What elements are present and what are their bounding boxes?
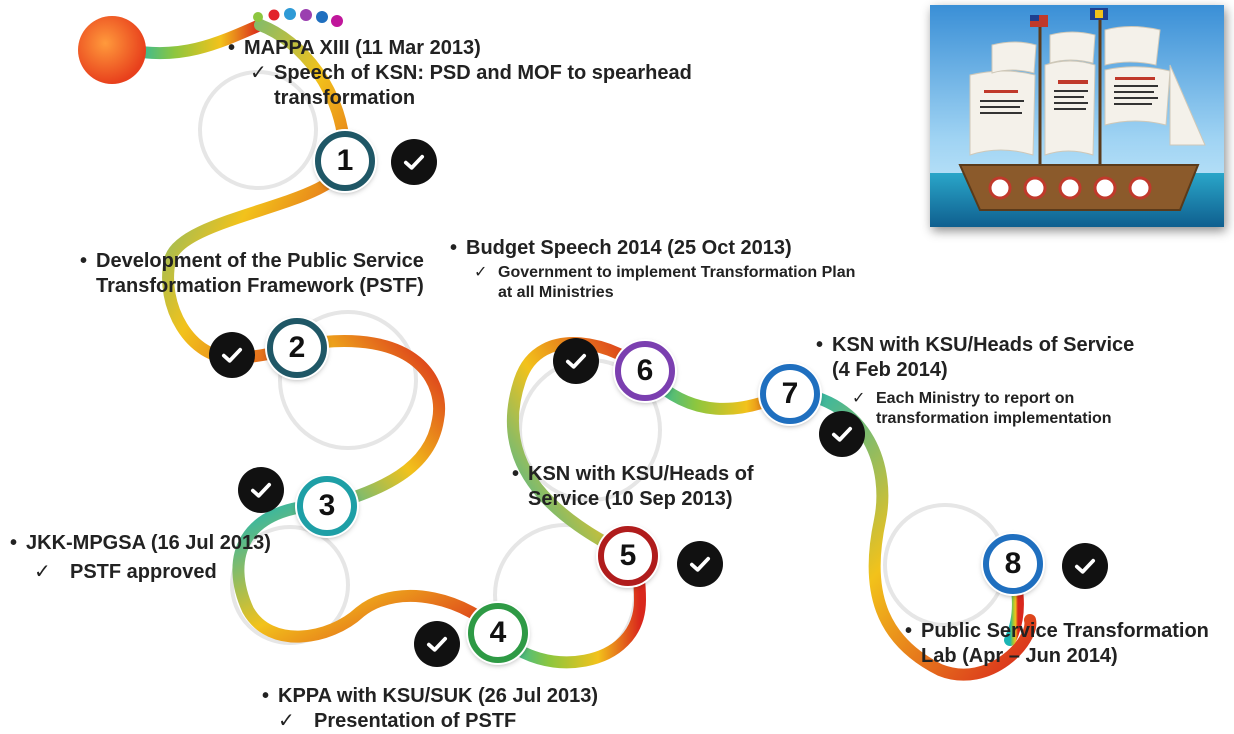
check-circle-icon xyxy=(414,621,460,667)
milestone-heading: KSN with KSU/Heads of Service (4 Feb 201… xyxy=(832,334,1135,381)
milestone-heading: KSN with KSU/Heads of Service (10 Sep 20… xyxy=(528,463,754,510)
milestone-detail: PSTF approved xyxy=(70,561,217,583)
milestone-5-text: • KSN with KSU/Heads of Service (10 Sep 2… xyxy=(512,462,792,512)
step-number: 1 xyxy=(336,144,354,177)
milestone-detail: Presentation of PSTF xyxy=(314,710,517,732)
bullet-icon: • xyxy=(816,334,824,356)
step-badge-2: 2 xyxy=(267,318,327,378)
bullet-icon: • xyxy=(450,237,458,259)
checkmark-icon: ✓ xyxy=(852,390,866,407)
milestone-4-text: • KPPA with KSU/SUK (26 Jul 2013) ✓ Presen… xyxy=(262,684,642,734)
sun-icon xyxy=(78,16,146,84)
bullet-icon: • xyxy=(10,532,18,554)
step-badge-5: 5 xyxy=(598,526,658,586)
milestone-7-text: • KSN with KSU/Heads of Service (4 Feb 20… xyxy=(816,333,1156,429)
step-number: 2 xyxy=(288,331,306,364)
milestone-heading: KPPA with KSU/SUK (26 Jul 2013) xyxy=(278,685,599,707)
step-number: 6 xyxy=(636,354,654,387)
checkmark-icon: ✓ xyxy=(250,62,267,84)
step-number: 3 xyxy=(318,489,336,522)
color-dots-icon xyxy=(253,8,343,27)
checkmark-icon: ✓ xyxy=(474,264,488,281)
step-badge-4: 4 xyxy=(468,603,528,663)
check-circle-icon xyxy=(677,541,723,587)
step-badge-3: 3 xyxy=(297,476,357,536)
milestone-1-text: • MAPPA XIII (11 Mar 2013) ✓ Speech of KSN… xyxy=(228,36,748,111)
check-circle-icon xyxy=(1062,543,1108,589)
milestone-8-text: • Public Service Transformation Lab (Apr … xyxy=(905,619,1225,669)
milestone-heading: Development of the Public Service Transf… xyxy=(96,250,424,297)
step-badge-1: 1 xyxy=(315,131,375,191)
check-circle-icon xyxy=(553,338,599,384)
step-badge-6: 6 xyxy=(615,341,675,401)
step-number: 4 xyxy=(489,616,507,649)
milestone-detail: Government to implement Transformation P… xyxy=(498,264,856,301)
step-badge-7: 7 xyxy=(760,364,820,424)
check-circle-icon xyxy=(209,332,255,378)
step-number: 7 xyxy=(781,377,799,410)
check-circle-icon xyxy=(819,411,865,457)
milestone-3-text: • JKK-MPGSA (16 Jul 2013) ✓ PSTF approved xyxy=(10,531,310,585)
checkmark-icon: ✓ xyxy=(278,710,295,732)
bullet-icon: • xyxy=(262,685,270,707)
check-circle-icon xyxy=(391,139,437,185)
milestone-6-text: • Budget Speech 2014 (25 Oct 2013) ✓ Gover… xyxy=(450,236,880,303)
step-number: 5 xyxy=(619,539,637,572)
bullet-icon: • xyxy=(80,250,88,272)
transformation-ship-illustration xyxy=(930,5,1224,227)
check-circle-icon xyxy=(238,467,284,513)
milestone-2-text: • Development of the Public Service Trans… xyxy=(80,249,460,299)
milestone-heading: Public Service Transformation Lab (Apr –… xyxy=(921,620,1209,667)
milestone-heading: Budget Speech 2014 (25 Oct 2013) xyxy=(466,237,792,259)
bullet-icon: • xyxy=(512,463,520,485)
checkmark-icon: ✓ xyxy=(34,561,51,583)
step-badge-8: 8 xyxy=(983,534,1043,594)
milestone-detail: Each Ministry to report on transformatio… xyxy=(876,390,1112,427)
bullet-icon: • xyxy=(228,37,236,59)
milestone-detail: Speech of KSN: PSD and MOF to spearhead … xyxy=(274,62,692,109)
step-number: 8 xyxy=(1004,547,1022,580)
milestone-heading: JKK-MPGSA (16 Jul 2013) xyxy=(26,532,271,554)
bullet-icon: • xyxy=(905,620,913,642)
milestone-heading: MAPPA XIII (11 Mar 2013) xyxy=(244,37,481,59)
